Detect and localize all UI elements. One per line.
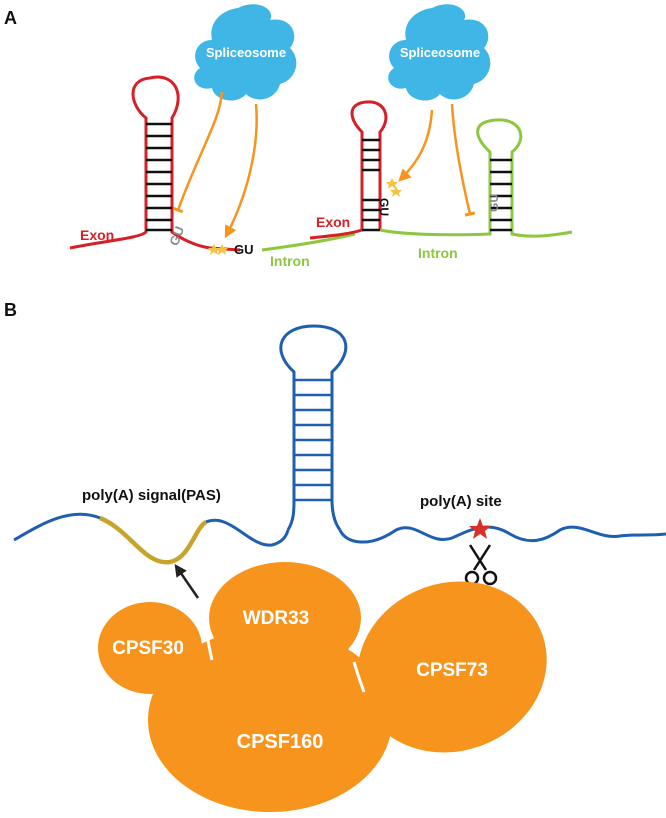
gu-active-left: GU <box>234 242 254 257</box>
intron-left-label: Intron <box>270 253 310 269</box>
wdr33-label: WDR33 <box>243 608 310 629</box>
panel-a-label: A <box>4 8 17 28</box>
inhibition-arrow-left <box>172 91 224 214</box>
cpsf30-shape <box>98 602 202 694</box>
cpsf160-cpsf73-divider <box>352 661 366 693</box>
poly-a-site-label: poly(A) site <box>420 493 502 510</box>
inhibition-arrow-right <box>450 103 476 217</box>
intron-left-line <box>261 232 356 252</box>
wdr33-shape <box>209 562 361 674</box>
rna-strand <box>13 512 666 547</box>
cpsf160-label: CPSF160 <box>237 731 324 753</box>
exon-left-label: Exon <box>80 227 114 243</box>
cpsf160-shape <box>148 628 392 812</box>
cpsf73-shape <box>357 581 547 753</box>
splice-site-star-right <box>386 178 402 197</box>
gu-hidden-right: GU <box>487 194 501 212</box>
hairpin-right-exon <box>309 100 388 240</box>
exon-right-label: Exon <box>316 214 350 230</box>
gu-hidden-left: GU <box>166 224 187 247</box>
spliceosome-left-shape <box>194 4 297 101</box>
activation-arrow-left <box>224 103 258 239</box>
cpsf30-label: CPSF30 <box>112 638 184 659</box>
pas-label: poly(A) signal(PAS) <box>82 487 221 504</box>
pas-segment <box>99 515 208 565</box>
cpsf73-label: CPSF73 <box>416 660 488 681</box>
gu-active-right: GU <box>377 198 391 216</box>
scissors-icon <box>464 544 498 586</box>
spliceosome-left-label: Spliceosome <box>206 45 286 60</box>
cpsf30-wdr33-divider <box>206 639 214 661</box>
hairpin-left <box>69 75 241 252</box>
poly-a-site-star <box>469 518 491 539</box>
hairpin-right-intron <box>379 118 573 238</box>
spliceosome-right-label: Spliceosome <box>400 45 480 60</box>
rna-hairpin <box>279 324 348 531</box>
activation-arrow-right <box>398 109 434 182</box>
cpsf-complex <box>98 562 547 812</box>
spliceosome-right-shape <box>388 4 491 101</box>
pas-binding-arrow <box>174 563 200 599</box>
panel-b-label: B <box>4 300 17 320</box>
splice-site-star-left <box>208 244 228 255</box>
intron-right-label: Intron <box>418 245 458 261</box>
